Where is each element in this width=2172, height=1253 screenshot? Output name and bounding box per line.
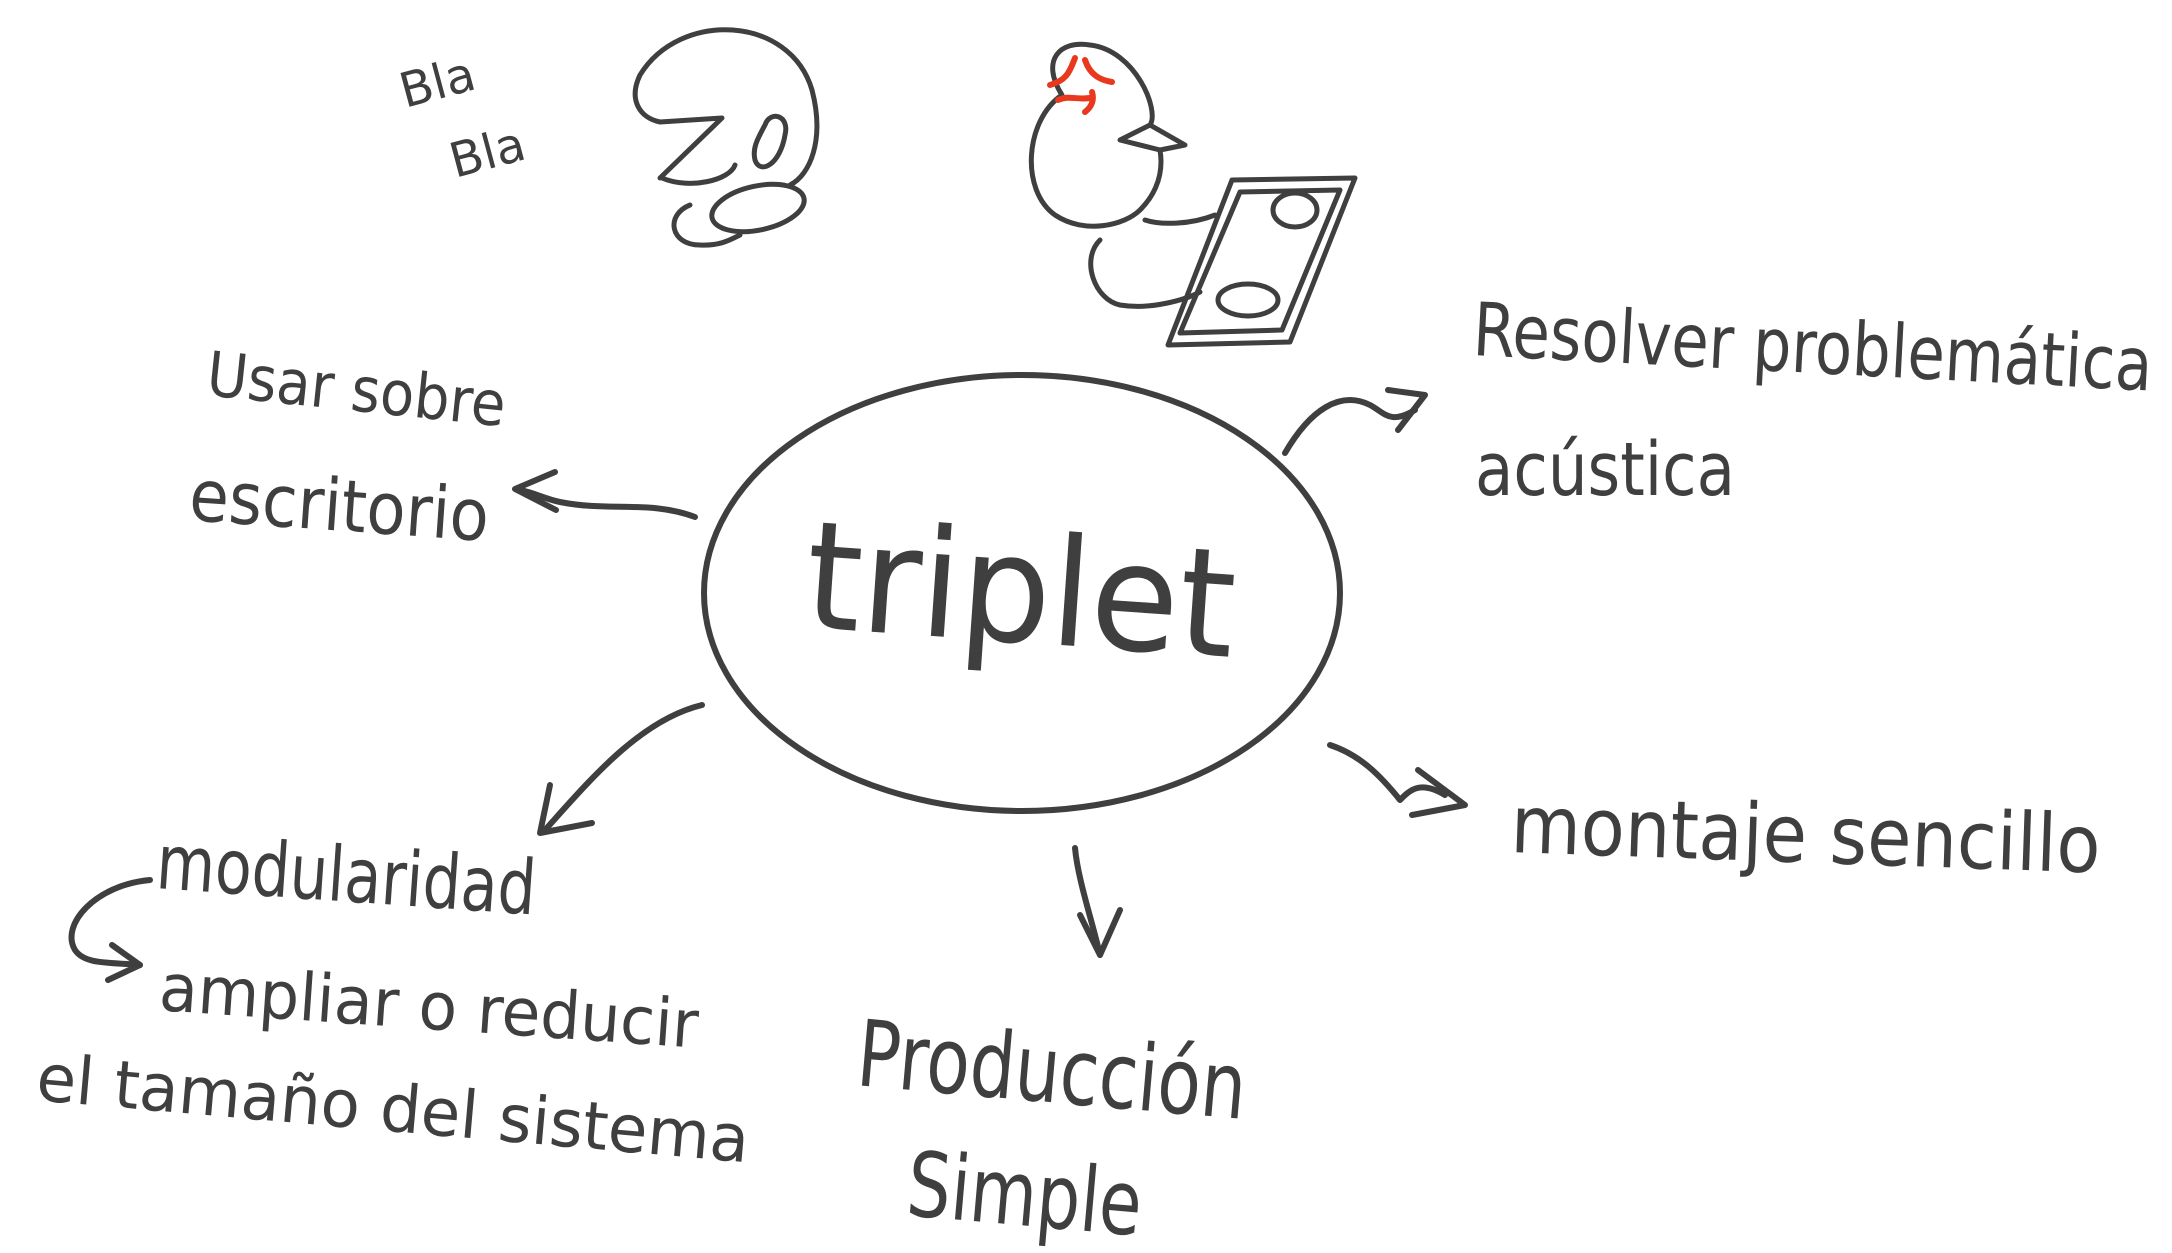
branch-label-line: Usar sobre — [203, 337, 509, 441]
tablet-button-icon — [1270, 190, 1320, 230]
note-line: ampliar o reducir — [157, 949, 702, 1064]
branch-label-line: escritorio — [187, 453, 492, 558]
branch-resolver: Resolver problemática acústica — [1471, 287, 2155, 513]
branch-label-line: Producción — [853, 1000, 1251, 1141]
angry-head-outline — [1028, 41, 1188, 229]
speech-text: Bla — [444, 116, 532, 190]
angry-figure-doodle — [1028, 41, 1358, 348]
branch-label-line: acústica — [1475, 427, 1735, 513]
tablet-icon — [1165, 175, 1358, 348]
arrowhead-montaje — [1409, 767, 1468, 818]
arrowhead-modularity-note — [105, 942, 143, 983]
arrowhead-escritorio — [512, 469, 559, 513]
connector-modularidad — [542, 702, 705, 833]
hand-icon — [751, 113, 789, 170]
chin-curve — [671, 202, 743, 248]
note-line: el tamaño del sistema — [34, 1039, 753, 1178]
central-ellipse — [701, 372, 1343, 814]
branch-label-line: Simple — [903, 1132, 1146, 1253]
connector-resolver — [1282, 397, 1418, 456]
talking-head-doodle: Bla Bla — [394, 27, 820, 248]
branch-label-line: montaje sencillo — [1509, 778, 2102, 892]
branch-montaje: montaje sencillo — [1509, 778, 2102, 892]
curved-arrow-modularity-note — [68, 877, 153, 968]
angry-arm-top — [1142, 212, 1218, 226]
tablet-button-icon — [1215, 281, 1281, 319]
anger-mark-icon — [1047, 55, 1115, 115]
connectors — [68, 387, 1468, 983]
connector-produccion — [1072, 845, 1103, 958]
central-label: triplet — [800, 489, 1241, 693]
arrowhead-resolver — [1385, 387, 1428, 433]
talking-head-outline — [632, 27, 820, 188]
central-node: triplet — [701, 372, 1343, 814]
connector-escritorio — [517, 487, 698, 520]
branch-modularidad: modularidad — [154, 817, 539, 932]
hand-palm-icon — [709, 181, 807, 235]
branch-label-line: Resolver problemática — [1471, 287, 2155, 408]
branch-label-line: modularidad — [154, 817, 539, 932]
arrowhead-produccion — [1077, 907, 1123, 958]
angry-arm — [1088, 237, 1203, 309]
speech-text: Bla — [394, 46, 482, 120]
connector-montaje — [1327, 742, 1448, 803]
arrowhead-modularidad — [537, 782, 595, 836]
branch-produccion: Producción Simple — [853, 1000, 1251, 1253]
branch-escritorio: Usar sobre escritorio — [187, 337, 510, 558]
modularity-note: ampliar o reducir el tamaño del sistema — [34, 949, 753, 1178]
